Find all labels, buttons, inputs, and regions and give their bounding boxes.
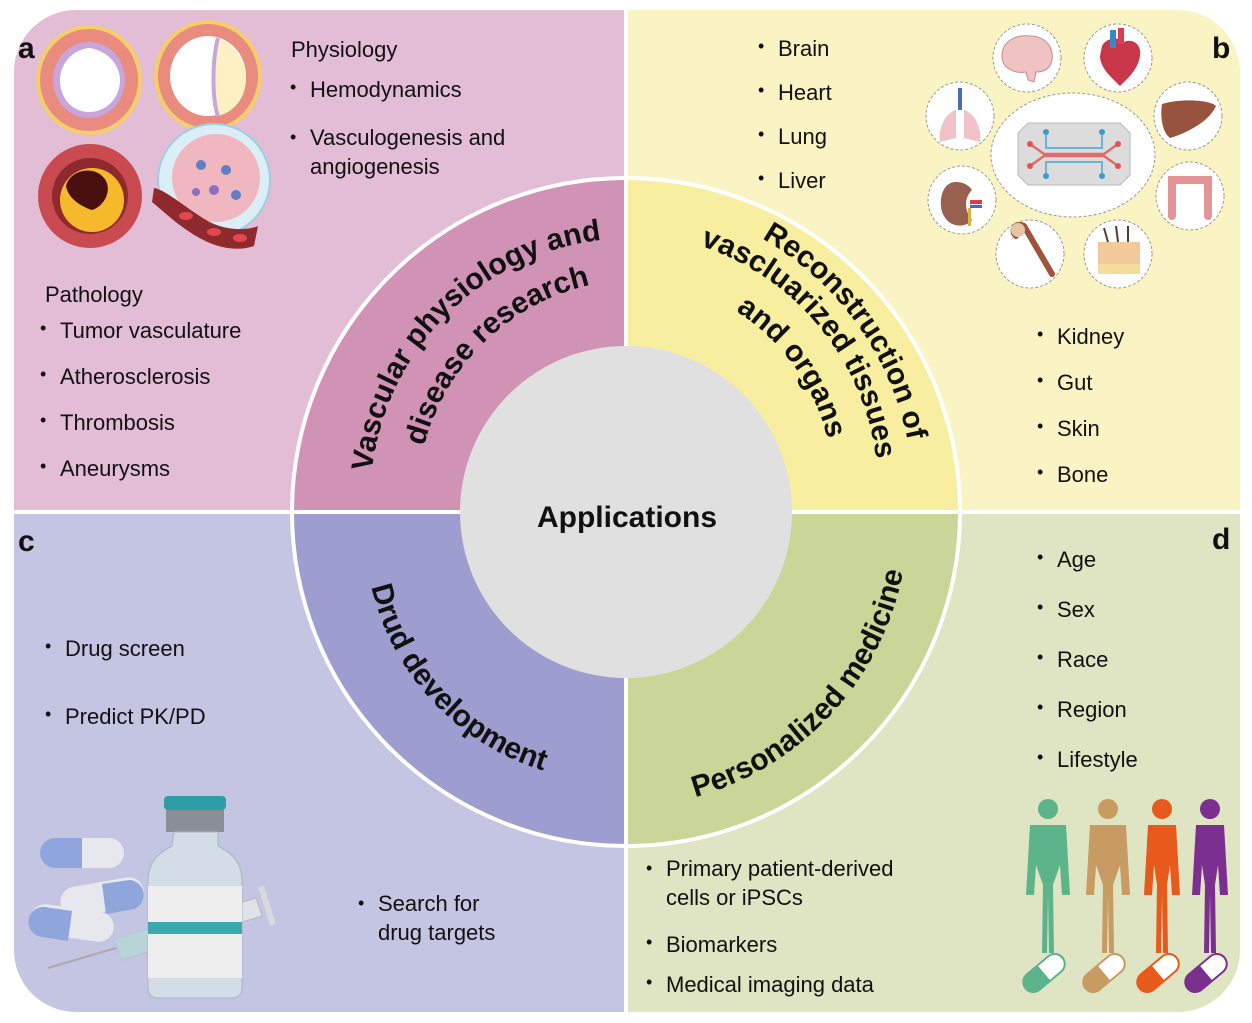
bone-icon	[1010, 222, 1055, 277]
human-figure	[1086, 799, 1130, 953]
human-figure	[1192, 799, 1228, 953]
blood-vessel-cross-section-icon	[36, 25, 142, 135]
vessel-illustrations	[36, 20, 271, 249]
organ-chip-icon	[1017, 122, 1131, 186]
list-item-line: Search for	[378, 891, 480, 916]
physiology-heading: Physiology	[291, 37, 398, 62]
human-figure	[1026, 799, 1070, 953]
pills-icon	[28, 838, 144, 942]
atherosclerotic-vessel-icon	[154, 20, 262, 132]
center-circle	[460, 346, 792, 678]
list-item: Lifestyle	[1037, 747, 1138, 797]
list-item: Lung	[758, 124, 832, 168]
physiology-list: Hemodynamics Vasculogenesis and angiogen…	[290, 77, 540, 181]
skin-icon	[1098, 225, 1140, 274]
list-item: Primary patient-derived cells or iPSCs	[646, 854, 893, 932]
list-item: Bone	[1037, 462, 1124, 508]
list-item: Predict PK/PD	[45, 704, 206, 744]
list-item: Sex	[1037, 597, 1138, 647]
liver-icon	[1161, 100, 1216, 138]
list-item: Atherosclerosis	[40, 364, 241, 410]
list-item: Region	[1037, 697, 1138, 747]
personalized-data-list: Primary patient-derived cells or iPSCs B…	[646, 854, 893, 998]
list-item: Vasculogenesis and angiogenesis	[290, 123, 540, 181]
list-item: Tumor vasculature	[40, 318, 241, 364]
organ-list-top: Brain Heart Lung Liver	[758, 36, 832, 212]
list-item: Aneurysms	[40, 456, 241, 502]
center-label: Applications	[537, 501, 717, 534]
drug-dev-list: Drug screen Predict PK/PD	[45, 636, 206, 744]
panel-letter-c: c	[18, 525, 35, 558]
list-item: Biomarkers	[646, 932, 893, 972]
capsule-icon	[1082, 953, 1126, 993]
patient-factor-list: Age Sex Race Region Lifestyle	[1037, 547, 1138, 797]
list-item-line: drug targets	[378, 920, 496, 945]
human-figure	[1144, 799, 1180, 953]
tumor-vasculature-icon	[152, 123, 271, 249]
panel-letter-d: d	[1212, 523, 1231, 556]
thrombus-vessel-icon	[38, 144, 142, 248]
panel-letter-b: b	[1212, 32, 1231, 65]
pathology-heading: Pathology	[45, 282, 143, 307]
list-item: Drug screen	[45, 636, 206, 704]
list-item: Age	[1037, 547, 1138, 597]
kidney-icon	[940, 182, 982, 226]
list-item-line: Primary patient-derived	[666, 856, 894, 881]
pathology-list: Tumor vasculature Atherosclerosis Thromb…	[40, 318, 241, 502]
gut-icon	[1168, 176, 1212, 220]
capsule-icon	[1022, 953, 1066, 993]
list-item: Search for drug targets	[358, 889, 495, 947]
drug-illustration	[28, 796, 276, 999]
list-item-line: cells or iPSCs	[666, 885, 803, 910]
heart-icon	[1100, 28, 1141, 86]
brain-icon	[1001, 35, 1053, 83]
drug-targets-list: Search for drug targets	[358, 889, 495, 947]
list-item: Gut	[1037, 370, 1124, 416]
list-item: Brain	[758, 36, 832, 80]
list-item: Liver	[758, 168, 832, 212]
list-item: Heart	[758, 80, 832, 124]
list-item: Medical imaging data	[646, 972, 893, 998]
human-figures-icon	[1022, 799, 1228, 993]
vial-icon	[147, 796, 243, 999]
panel-letter-a: a	[18, 32, 35, 65]
capsule-icon	[1184, 953, 1228, 993]
list-item: Skin	[1037, 416, 1124, 462]
organ-on-chip-illustration	[925, 23, 1225, 289]
list-item: Kidney	[1037, 324, 1124, 370]
lung-icon	[939, 88, 981, 142]
capsule-icon	[1136, 953, 1180, 993]
organ-list-bottom: Kidney Gut Skin Bone	[1037, 324, 1124, 508]
list-item: Hemodynamics	[290, 77, 540, 123]
list-item: Thrombosis	[40, 410, 241, 456]
list-item: Race	[1037, 647, 1138, 697]
